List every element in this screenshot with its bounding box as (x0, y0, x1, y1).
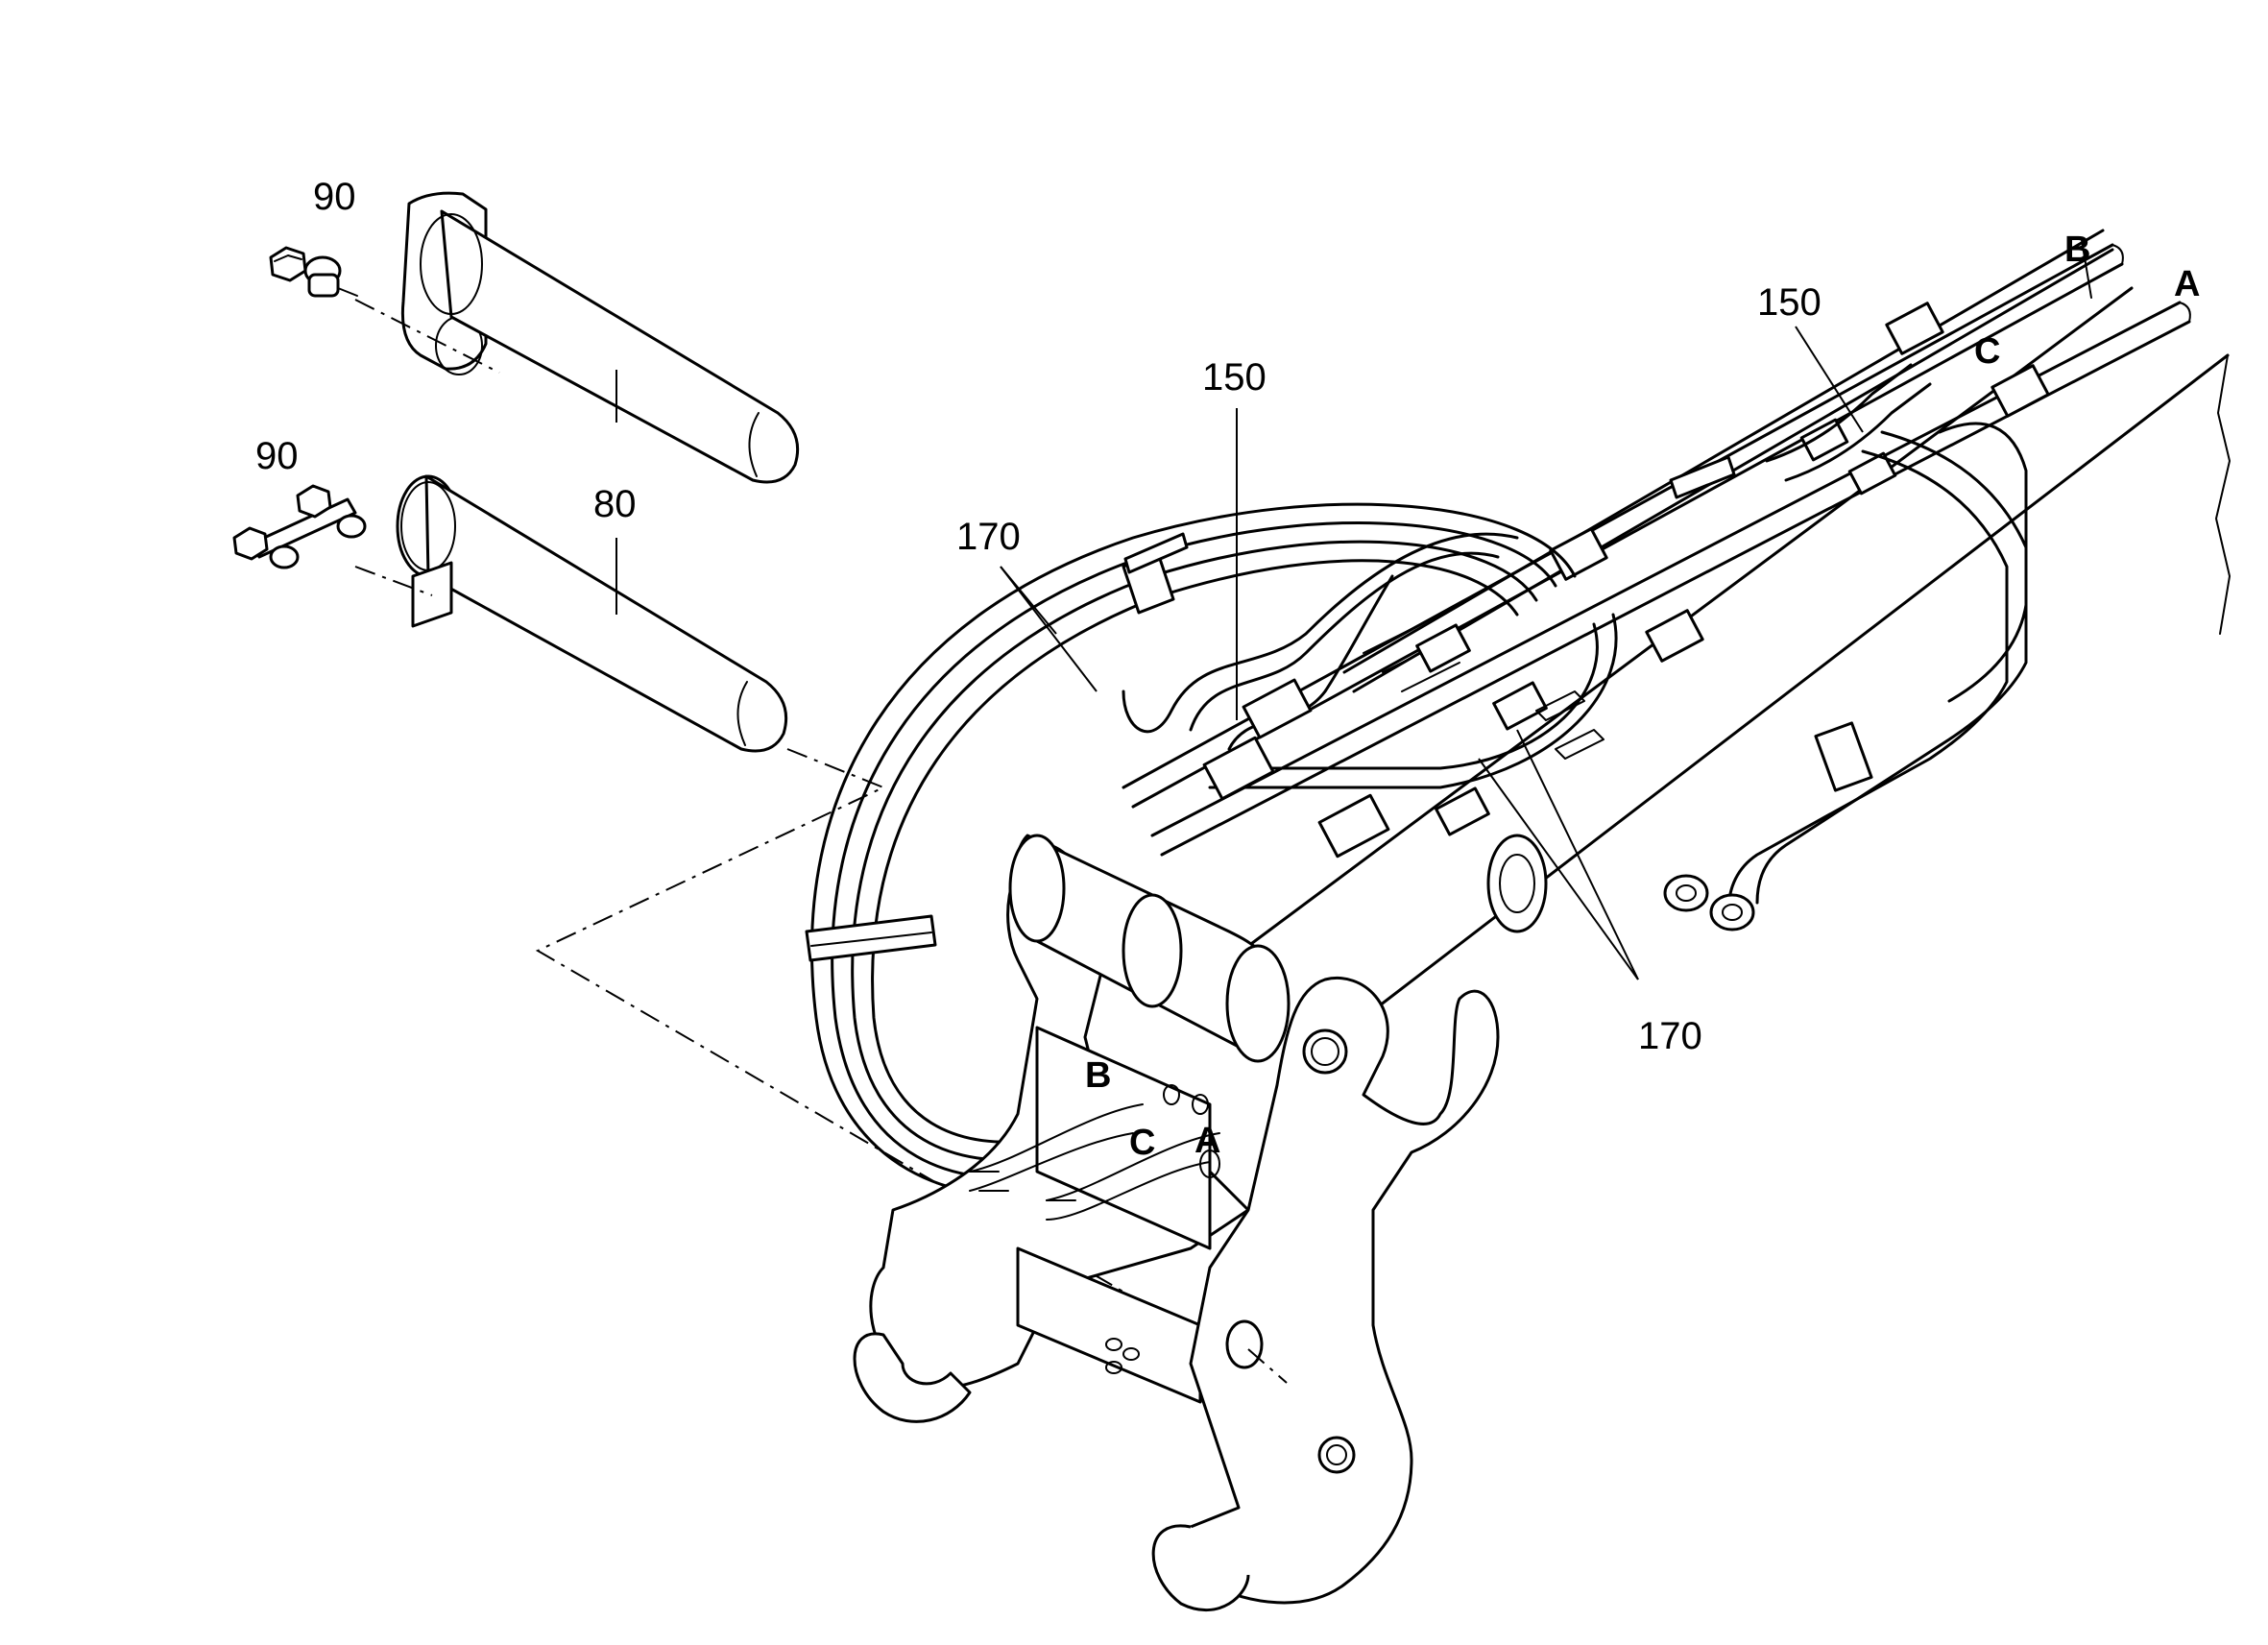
label-port-C-bracket: C (1129, 1123, 1155, 1163)
centerline-lower (354, 566, 433, 596)
centerline-upper (354, 299, 500, 374)
callout-150-right: 150 (1757, 281, 1822, 324)
callout-90-bottom: 90 (255, 435, 299, 477)
braided-fittings (1202, 623, 1604, 859)
centerline-pin-to-bracket (535, 748, 1297, 1393)
coupler-bracket (853, 834, 1548, 1611)
tube-clamps (1549, 302, 2050, 663)
pin-upper (400, 191, 800, 484)
hose-clamp-bands (805, 455, 1736, 962)
label-port-A-right: A (2174, 264, 2200, 304)
hose-fittings-right (1663, 363, 2028, 931)
leader-lines (615, 326, 1864, 980)
callout-80: 80 (593, 483, 637, 525)
pin-lower (396, 474, 788, 753)
callout-170-right: 170 (1638, 1015, 1702, 1057)
label-port-B-right: B (2064, 230, 2090, 270)
callout-170-left: 170 (956, 516, 1021, 558)
hose-loops (810, 502, 1618, 1197)
callouts: 90 90 80 170 150 150 170 B A C B C A (255, 176, 2200, 1163)
callout-150-center: 150 (1202, 356, 1267, 399)
hydraulic-tubes (1122, 229, 2191, 857)
callout-90-top: 90 (313, 176, 356, 218)
bolt-top (269, 246, 358, 298)
bolt-plate-bottom (232, 484, 367, 569)
label-port-C-right: C (1974, 331, 2000, 372)
label-port-A-bracket: A (1194, 1121, 1220, 1161)
label-port-B-bracket: B (1085, 1055, 1111, 1096)
